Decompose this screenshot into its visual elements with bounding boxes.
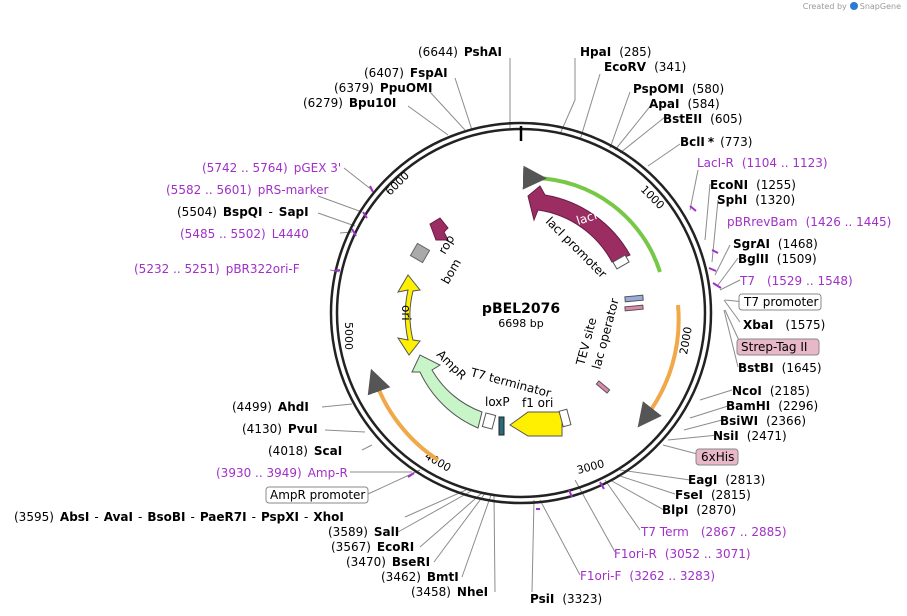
site-ahdi: (4499)AhdI bbox=[232, 400, 309, 414]
boxed-labels: T7 promoter Strep-Tag II 6xHis AmpR prom… bbox=[265, 293, 822, 504]
site-bglii: BglII(1509) bbox=[738, 252, 817, 266]
site-bcli: BclI*(773) bbox=[680, 135, 752, 149]
primer-laci-r: LacI-R(1104 .. 1123) bbox=[697, 156, 828, 170]
tick-2000: 2000 bbox=[677, 326, 695, 356]
site-pspomi: PspOMI(580) bbox=[633, 82, 724, 96]
tick-6000: 6000 bbox=[383, 169, 412, 198]
label-laci: lacI bbox=[575, 208, 599, 228]
primer-f1ori-r: F1ori-R(3052 .. 3071) bbox=[614, 547, 751, 561]
site-xbai: XbaI(1575) bbox=[743, 318, 825, 332]
site-bamhi: BamHI(2296) bbox=[726, 399, 818, 413]
site-hpai: HpaI(285) bbox=[580, 45, 651, 59]
site-bmti: (3462)BmtI bbox=[381, 570, 459, 584]
site-bstbi: BstBI(1645) bbox=[738, 361, 822, 375]
site-econi: EcoNI(1255) bbox=[710, 178, 796, 192]
snapgene-logo-icon bbox=[849, 2, 858, 10]
primer-pbrrevbam: pBRrevBam(1426 .. 1445) bbox=[727, 215, 891, 229]
site-nsii: NsiI(2471) bbox=[713, 429, 787, 443]
site-apai: ApaI(584) bbox=[649, 97, 720, 111]
rop-feature bbox=[429, 217, 449, 241]
primer-t7-term: T7 Term(2867 .. 2885) bbox=[640, 525, 787, 539]
site-sali: (3589)SalI bbox=[328, 525, 399, 539]
label-bom: bom bbox=[438, 256, 463, 286]
tick-5000: 5000 bbox=[342, 322, 355, 350]
box-6xhis: 6xHis bbox=[701, 450, 734, 464]
credit-prefix: Created by bbox=[802, 2, 847, 11]
ampr-feature bbox=[411, 354, 483, 429]
plasmid-size: 6698 bp bbox=[498, 317, 543, 330]
site-fsei: FseI(2815) bbox=[675, 488, 751, 502]
site-scai: (4018)ScaI bbox=[268, 444, 342, 458]
site-nhei: (3458)NheI bbox=[411, 585, 488, 599]
primer-pbr322ori-f: (5232 .. 5251)pBR322ori-F bbox=[134, 262, 300, 276]
site-absi-group: (3595)AbsI-AvaI-BsoBI-PaeR7I-PspXI-XhoI bbox=[14, 510, 344, 524]
primer-amp-r: (3930 .. 3949)Amp-R bbox=[216, 466, 348, 480]
enzyme-labels-left: (6644)PshAI (6407)FspAI (6379)PpuOMI (62… bbox=[14, 45, 602, 606]
site-ecorv: EcoRV(341) bbox=[604, 60, 686, 74]
site-pshai: (6644)PshAI bbox=[418, 45, 502, 59]
enzyme-labels-right: HpaI(285) EcoRV(341) PspOMI(580) ApaI(58… bbox=[580, 45, 891, 583]
box-ampr-promoter: AmpR promoter bbox=[270, 488, 365, 502]
box-strep-tag: Strep-Tag II bbox=[741, 340, 807, 354]
label-loxp: loxP bbox=[485, 395, 510, 409]
primer-prs-marker: (5582 .. 5601)pRS-marker bbox=[166, 183, 328, 197]
site-sgrai: SgrAI(1468) bbox=[733, 237, 818, 251]
site-bsiwi: BsiWI(2366) bbox=[720, 414, 806, 428]
site-eagi: EagI(2813) bbox=[688, 473, 765, 487]
site-blpi: BlpI(2870) bbox=[662, 503, 736, 517]
site-bsteii: BstEII(605) bbox=[663, 112, 742, 126]
site-bspqi: (5504)BspQI-SapI bbox=[177, 205, 309, 219]
loxp-feature bbox=[498, 416, 505, 436]
cds-orange-arc-right bbox=[637, 304, 681, 428]
primer-f1ori-f: F1ori-F(3262 .. 3283) bbox=[580, 569, 715, 583]
box-t7-promoter: T7 promoter bbox=[743, 295, 819, 309]
site-sphi: SphI(1320) bbox=[717, 193, 795, 207]
bom-feature bbox=[409, 242, 431, 264]
site-psii: PsiI(3323) bbox=[530, 592, 602, 606]
leader-lines bbox=[317, 58, 746, 593]
credit-brand: SnapGene bbox=[859, 2, 901, 11]
primer-marks bbox=[333, 185, 722, 510]
label-t7-terminator: T7 terminator bbox=[468, 365, 552, 400]
snapgene-credit: Created by SnapGene bbox=[803, 2, 901, 11]
site-bpu10i: (6279)Bpu10I bbox=[303, 96, 396, 110]
primer-l4440: (5485 .. 5502)L4440 bbox=[180, 227, 309, 241]
label-f1ori: f1 ori bbox=[522, 396, 553, 410]
laci-promoter-arc bbox=[522, 165, 662, 273]
ori-feature bbox=[396, 274, 421, 356]
primer-pgex3: (5742 .. 5764)pGEX 3' bbox=[202, 161, 341, 175]
features bbox=[367, 165, 681, 462]
site-bseri: (3470)BseRI bbox=[346, 555, 430, 569]
cds-orange-arc-left bbox=[367, 368, 440, 462]
site-ncoi: NcoI(2185) bbox=[732, 384, 810, 398]
label-ori: ori bbox=[399, 305, 413, 321]
tick-3000: 3000 bbox=[575, 457, 605, 477]
backbone bbox=[329, 121, 713, 505]
site-fspai: (6407)FspAI bbox=[364, 66, 448, 80]
site-ecori: (3567)EcoRI bbox=[331, 540, 414, 554]
f1ori-feature bbox=[509, 411, 563, 437]
site-ppuomi: (6379)PpuOMI bbox=[334, 81, 432, 95]
plasmid-name: pBEL2076 bbox=[482, 301, 560, 317]
primer-t7: T7(1529 .. 1548) bbox=[739, 274, 853, 288]
site-pvui: (4130)PvuI bbox=[242, 422, 318, 436]
